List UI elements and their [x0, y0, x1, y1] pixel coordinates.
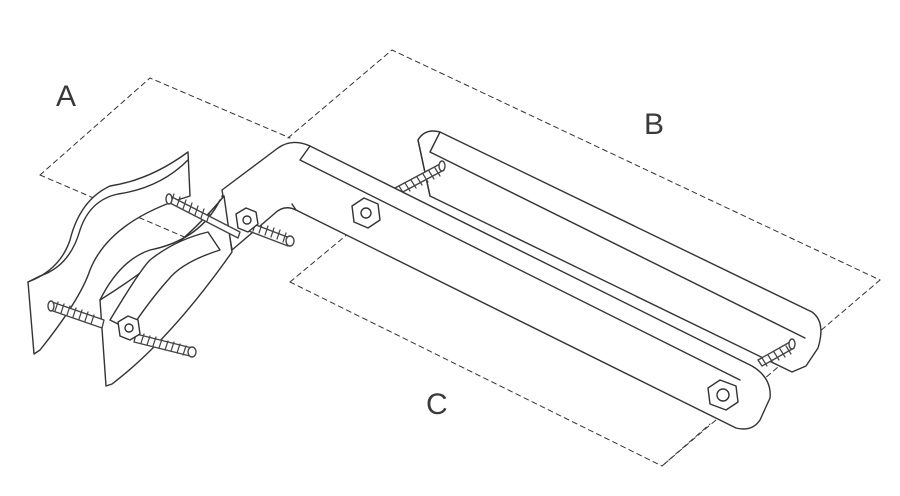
- clamp-threaded-rod-lower: [47, 300, 105, 329]
- dimension-label-c: C: [426, 388, 448, 421]
- dimension-b-top: [287, 49, 881, 281]
- dimension-c-bottom: [289, 281, 663, 467]
- hex-nut-bracket-upper: [351, 197, 381, 229]
- hex-nut-bracket-lower: [707, 379, 739, 411]
- clamp-threaded-rod-lower-front: [133, 333, 197, 358]
- clamp-plate-rear: [27, 151, 191, 355]
- dimension-lines: [39, 49, 881, 467]
- dimension-c-left: [289, 227, 356, 283]
- dimension-b-right: [661, 279, 881, 467]
- back-strap: [417, 130, 822, 373]
- dimension-label-a: A: [56, 80, 77, 113]
- clamp-threaded-rod-upper: [165, 193, 241, 239]
- dimension-c-right: [661, 423, 711, 467]
- hex-nut-clamp-lower: [117, 315, 141, 341]
- clamp-threaded-rod-upper-front: [245, 221, 295, 247]
- dimension-a-top: [39, 77, 291, 176]
- dimension-label-b: B: [644, 108, 665, 141]
- hex-nut-clamp-upper: [235, 207, 259, 233]
- back-threaded-rod-bottom: [757, 338, 796, 367]
- clamp-saddle: [109, 231, 221, 331]
